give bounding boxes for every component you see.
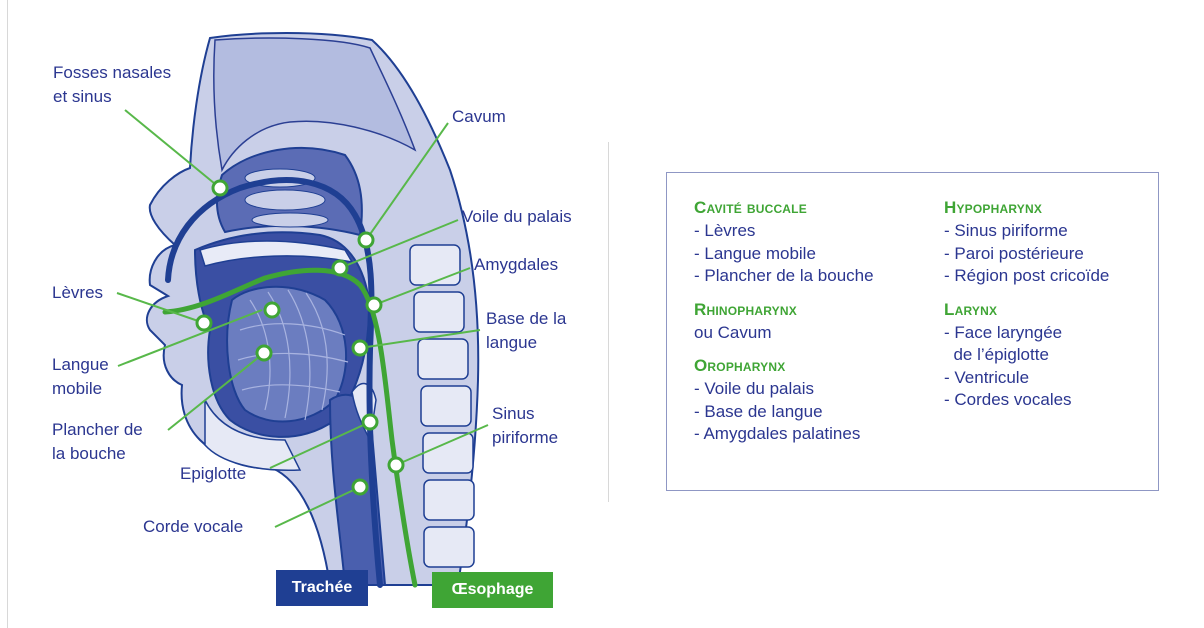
legend-title-cavite-buccale: Cavité buccale [694,196,874,220]
legend-section-cavite-buccale: Cavité buccale - Lèvres - Langue mobile … [694,196,874,288]
tag-oesophage: Œsophage [432,572,553,608]
legend-section-larynx: Larynx - Face laryngée de l’épiglotte - … [944,298,1109,412]
label-levres: Lèvres [52,281,103,305]
marker-voile [333,261,347,275]
legend-item: ou Cavum [694,322,874,345]
legend-title-rhinopharynx: Rhinopharynx [694,298,874,322]
legend-item: - Cordes vocales [944,389,1109,412]
marker-epiglotte [363,415,377,429]
center-divider-line [608,142,609,502]
label-epiglotte: Epiglotte [180,462,246,486]
label-cavum: Cavum [452,105,506,129]
legend-section-hypopharynx: Hypopharynx - Sinus piriforme - Paroi po… [944,196,1109,288]
marker-base [353,341,367,355]
label-sinus-line1: Sinus [492,402,558,426]
legend-column-right: Hypopharynx - Sinus piriforme - Paroi po… [944,196,1109,422]
marker-fosses [213,181,227,195]
legend-item: - Ventricule [944,367,1109,390]
legend-item: - Voile du palais [694,378,874,401]
marker-amygdales [367,298,381,312]
legend-title-larynx: Larynx [944,298,1109,322]
label-fosses-line1: Fosses nasales [53,61,171,85]
marker-langue [265,303,279,317]
label-sinus-piriforme: Sinus piriforme [492,402,558,450]
legend-section-oropharynx: Oropharynx - Voile du palais - Base de l… [694,354,874,446]
legend-item: - Lèvres [694,220,874,243]
label-sinus-line2: piriforme [492,426,558,450]
label-base-line2: langue [486,331,566,355]
legend-item: - Région post cricoïde [944,265,1109,288]
label-langue-line2: mobile [52,377,109,401]
legend-item: - Paroi postérieure [944,243,1109,266]
marker-levres [197,316,211,330]
label-voile-du-palais: Voile du palais [462,205,572,229]
label-corde-vocale: Corde vocale [143,515,243,539]
legend-title-hypopharynx: Hypopharynx [944,196,1109,220]
label-plancher-de-la-bouche: Plancher de la bouche [52,418,143,466]
legend-item: - Amygdales palatines [694,423,874,446]
label-langue-mobile: Langue mobile [52,353,109,401]
legend-column-left: Cavité buccale - Lèvres - Langue mobile … [694,196,874,456]
marker-plancher [257,346,271,360]
label-base-de-la-langue: Base de la langue [486,307,566,355]
legend-item: de l’épiglotte [944,344,1109,367]
label-langue-line1: Langue [52,353,109,377]
tongue [227,287,346,422]
label-fosses-line2: et sinus [53,85,171,109]
marker-cavum [359,233,373,247]
label-amygdales: Amygdales [474,253,558,277]
legend-item: - Sinus piriforme [944,220,1109,243]
label-base-line1: Base de la [486,307,566,331]
marker-corde [353,480,367,494]
legend-box: Cavité buccale - Lèvres - Langue mobile … [666,172,1159,491]
legend-title-oropharynx: Oropharynx [694,354,874,378]
tag-trachee: Trachée [276,570,368,606]
legend-item: - Plancher de la bouche [694,265,874,288]
legend-item: - Langue mobile [694,243,874,266]
marker-sinus [389,458,403,472]
label-plancher-line1: Plancher de [52,418,143,442]
legend-item: - Base de langue [694,401,874,424]
label-fosses-nasales: Fosses nasales et sinus [53,61,171,109]
legend-item: - Face laryngée [944,322,1109,345]
legend-section-rhinopharynx: Rhinopharynx ou Cavum [694,298,874,345]
label-plancher-line2: la bouche [52,442,143,466]
